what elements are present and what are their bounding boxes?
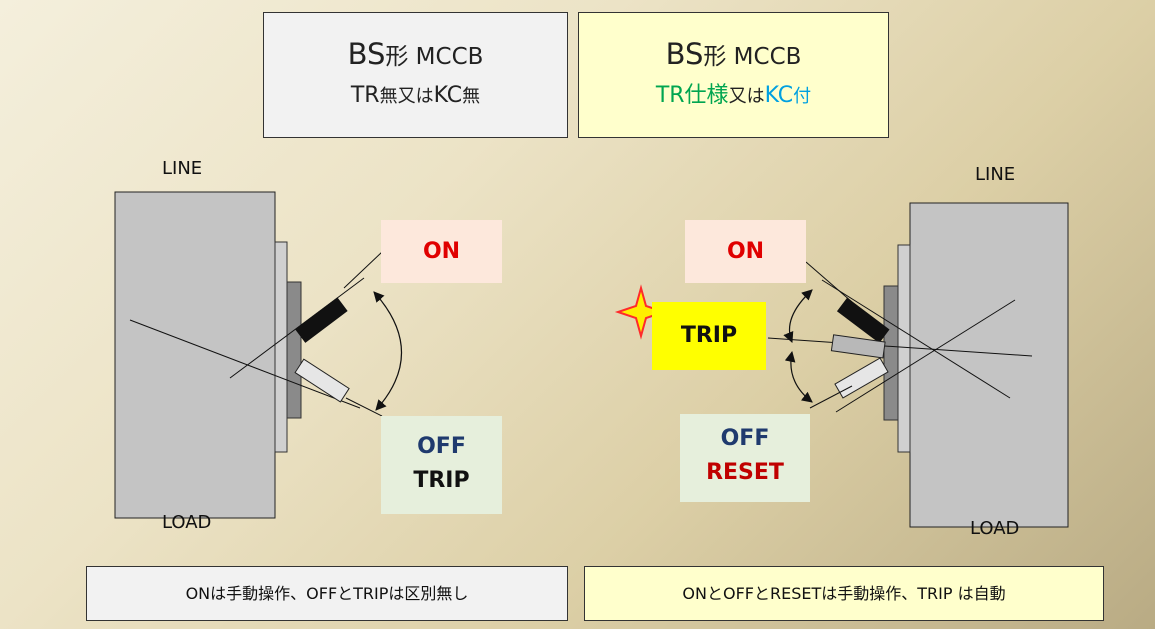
- right-arc-upper: [783, 289, 813, 343]
- left-swing-arc: [373, 291, 403, 411]
- right-line-label: LINE: [975, 164, 1016, 185]
- left-load-label: LOAD: [162, 512, 212, 533]
- right-handle-off: [834, 357, 889, 399]
- right-breaker-plate: [897, 244, 911, 453]
- left-trip-label: TRIP: [413, 468, 470, 493]
- left-on-state: ON: [381, 220, 502, 283]
- header-no-trip: BS形 MCCB TR無又はKC無: [263, 12, 568, 138]
- header-left-subtitle: TR無又はKC無: [350, 82, 481, 108]
- right-reset-label: RESET: [706, 460, 784, 485]
- right-handle-on: [836, 297, 890, 344]
- left-line-label: LINE: [162, 158, 203, 179]
- left-off-label: OFF: [417, 434, 466, 459]
- right-on-state: ON: [685, 220, 806, 283]
- header-tr-spec: BS形 MCCB TR仕様又はKC付: [578, 12, 889, 138]
- header-left-title: BS形 MCCB: [347, 37, 484, 71]
- left-breaker: [114, 191, 403, 519]
- right-arc-lower: [784, 350, 813, 403]
- right-off-label: OFF: [720, 426, 770, 451]
- left-handle-on: [295, 297, 348, 343]
- right-load-label: LOAD: [970, 518, 1020, 539]
- right-breaker: [767, 202, 1069, 528]
- left-off-trip-state: OFF TRIP: [381, 416, 502, 514]
- footer-left-note: ONは手動操作、OFFとTRIPは区別無し: [86, 566, 568, 621]
- right-off-reset-state: OFF RESET: [680, 414, 810, 502]
- left-breaker-plate: [274, 241, 288, 453]
- footer-right-note: ONとOFFとRESETは手動操作、TRIP は自動: [584, 566, 1104, 621]
- left-breaker-body: [114, 191, 276, 519]
- left-breaker-base: [286, 281, 302, 419]
- right-handle-trip: [830, 334, 886, 359]
- right-breaker-base: [883, 285, 899, 421]
- header-right-subtitle: TR仕様又はKC付: [655, 82, 812, 108]
- right-breaker-body: [909, 202, 1069, 528]
- right-trip-state: TRIP: [652, 302, 766, 370]
- left-handle-off: [294, 358, 350, 403]
- header-right-title: BS形 MCCB: [665, 37, 802, 71]
